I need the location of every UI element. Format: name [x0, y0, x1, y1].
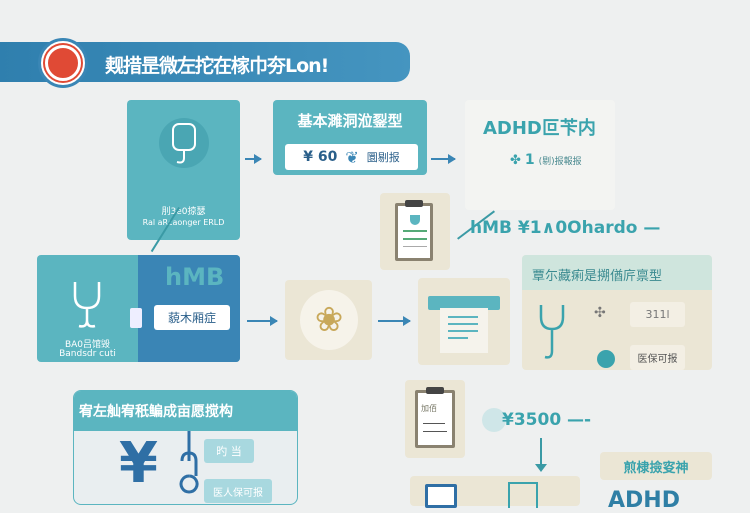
- leaf-icon: ❦: [345, 147, 359, 167]
- cost-structure-header: [74, 391, 297, 431]
- adhd-row: ✤ 1 (剔)报報报: [510, 152, 582, 168]
- monitor-icon: [425, 484, 457, 508]
- price-note: 圜剔报: [366, 151, 400, 164]
- clipboard-card: [380, 193, 450, 270]
- banner-icon: [428, 296, 500, 310]
- device-icon: [130, 308, 142, 328]
- coin-icon: [482, 408, 506, 432]
- price-value: ¥ 60: [303, 149, 338, 165]
- treatment-value: 311l: [630, 302, 685, 327]
- arrow-down-head: [535, 464, 547, 478]
- document-icon: [440, 308, 488, 353]
- adhd-title: ADHD叵苄内: [483, 118, 596, 139]
- arrow-down: [540, 438, 542, 466]
- brain-icon: ❀: [300, 290, 358, 350]
- cost-structure-title: 宥左舢宥秖鳊成亩愿搅构: [79, 404, 233, 420]
- cost-pill-1: 旳 当: [204, 439, 254, 463]
- arrow-right: [378, 316, 411, 326]
- bottom-text: ADHD: [608, 488, 680, 513]
- diagnosis-line-2: Bandsdr cuti: [59, 349, 116, 359]
- house-icon: [508, 482, 538, 508]
- adhd-card: ADHD叵苄内 ✤ 1 (剔)报報报: [465, 100, 615, 210]
- treatment-type-card: 覃尓藏痢是搠偤庍禀型 ✣ 311l 医保可报: [522, 255, 712, 370]
- diagnosis-tag: hMB: [165, 263, 225, 291]
- cost-pill-2: 医人保可报: [204, 479, 272, 503]
- page-title: 觌措昰微左拕在榢巾夯Lon!: [105, 55, 329, 77]
- cost-2: ¥3500 —-: [502, 410, 592, 430]
- adhd-note: (剔)报報报: [538, 156, 582, 167]
- info-card-intro: 刖3e0掠瑟 Ral aRcaonger ERLD: [127, 100, 240, 240]
- group-icon: ✣: [594, 305, 606, 321]
- clipboard-icon: [395, 200, 433, 261]
- diagnosis-card: BA0吕馆毁 Bandsdr cuti hMB 藐木厢症: [37, 255, 240, 362]
- intro-line-2: Ral aRcaonger ERLD: [142, 218, 225, 227]
- cost-line: hMB ¥1∧0Ohardo —: [470, 218, 661, 238]
- basic-type-title: 基本濉洞涖銐型: [297, 112, 403, 130]
- arrow-right: [247, 316, 278, 326]
- clipboard-label: 加佰: [421, 404, 437, 413]
- cost-structure-card: 宥左舢宥秖鳊成亩愿搅构 ¥ 旳 当 医人保可报: [73, 390, 298, 505]
- insurance-label: 医保可报: [630, 345, 685, 370]
- adhd-value: 1: [524, 152, 535, 168]
- stethoscope-icon: [73, 282, 101, 328]
- diagnosis-line-1: BA0吕馆毁: [64, 340, 111, 350]
- stethoscope-icon: [539, 305, 565, 359]
- right-label: 煎棣撿叜神: [600, 452, 712, 480]
- arrow-right: [431, 154, 456, 164]
- stethoscope-icon: [179, 431, 199, 494]
- diagnosis-pill: 藐木厢症: [154, 305, 230, 330]
- intro-line-1: 刖3e0掠瑟: [161, 207, 206, 217]
- treatment-header: [522, 255, 712, 290]
- puzzle-icon: ✤: [510, 152, 521, 168]
- stethoscope-icon: [172, 123, 196, 164]
- brain-card: ❀: [285, 280, 372, 360]
- arrow-right: [245, 154, 262, 164]
- logo-icon: [38, 38, 88, 88]
- basic-type-card: 基本濉洞涖銐型 ¥ 60 ❦ 圜剔报: [273, 100, 427, 175]
- yuan-icon: ¥: [119, 431, 158, 496]
- treatment-title: 覃尓藏痢是搠偤庍禀型: [532, 269, 663, 284]
- price-pill: ¥ 60 ❦ 圜剔报: [285, 144, 418, 170]
- clipboard-icon: 加佰: [415, 387, 455, 448]
- insurance-icon: [597, 350, 615, 368]
- clipboard-card: 加佰: [405, 380, 465, 458]
- bottom-card: [410, 476, 580, 508]
- document-card: [418, 278, 510, 365]
